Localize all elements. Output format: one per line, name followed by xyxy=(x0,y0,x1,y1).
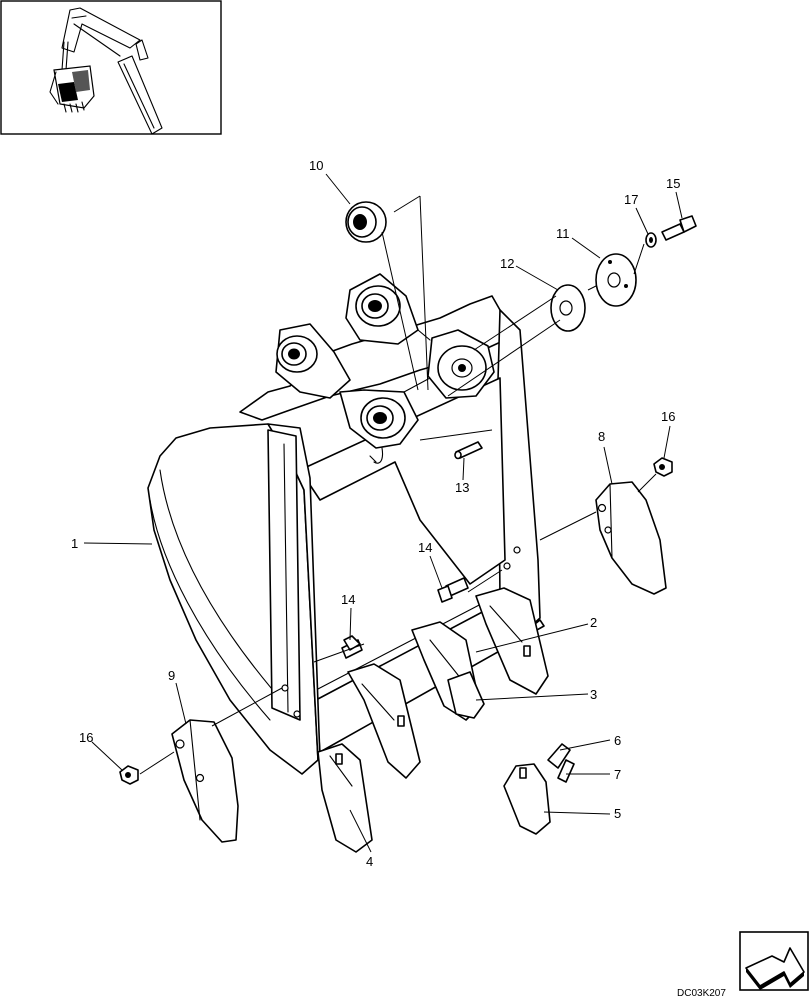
callout-13: 13 xyxy=(455,480,469,495)
callout-16-left: 16 xyxy=(79,730,93,745)
bucket-assembly xyxy=(147,273,545,775)
plate-washer-part xyxy=(595,253,637,307)
nut-right xyxy=(653,457,673,477)
lock-washer-part xyxy=(645,232,657,248)
drawing-code: DC03K207 xyxy=(677,988,726,999)
teeth-row xyxy=(317,587,549,853)
excavator-locator-icon xyxy=(0,0,222,135)
tooth-pin-part xyxy=(547,743,571,769)
tooth-retainer-part xyxy=(557,759,575,783)
callout-1: 1 xyxy=(71,536,78,551)
side-cutter-bolt-lower xyxy=(341,635,363,659)
roll-pin-part xyxy=(454,441,483,460)
callout-8: 8 xyxy=(598,429,605,444)
callout-10: 10 xyxy=(309,158,323,173)
callout-6: 6 xyxy=(614,733,621,748)
leader-lines xyxy=(83,173,683,853)
pin-boss xyxy=(276,285,487,439)
callout-5: 5 xyxy=(614,806,621,821)
side-cutter-bolt-upper xyxy=(437,577,469,603)
callout-7: 7 xyxy=(614,767,621,782)
callout-16-right: 16 xyxy=(661,409,675,424)
bolt-part xyxy=(661,215,697,241)
nut-left xyxy=(119,765,139,785)
callout-2: 2 xyxy=(590,615,597,630)
callout-4: 4 xyxy=(366,854,373,869)
callout-9: 9 xyxy=(168,668,175,683)
callout-15: 15 xyxy=(666,176,680,191)
callout-14-upper: 14 xyxy=(418,540,432,555)
callout-11: 11 xyxy=(556,226,570,241)
callout-17: 17 xyxy=(624,192,638,207)
spare-tooth-part xyxy=(503,763,551,835)
callout-14-lower: 14 xyxy=(341,592,355,607)
callout-3: 3 xyxy=(590,687,597,702)
bushing-part xyxy=(345,201,387,243)
callout-12: 12 xyxy=(500,256,514,271)
shim-part xyxy=(550,284,586,332)
callout-labels: 1 2 3 4 5 6 7 8 9 10 11 12 13 14 14 15 1… xyxy=(71,158,680,869)
side-cutter-left xyxy=(171,719,239,843)
next-page-arrow-icon[interactable] xyxy=(739,931,809,991)
side-cutter-right xyxy=(595,481,667,595)
